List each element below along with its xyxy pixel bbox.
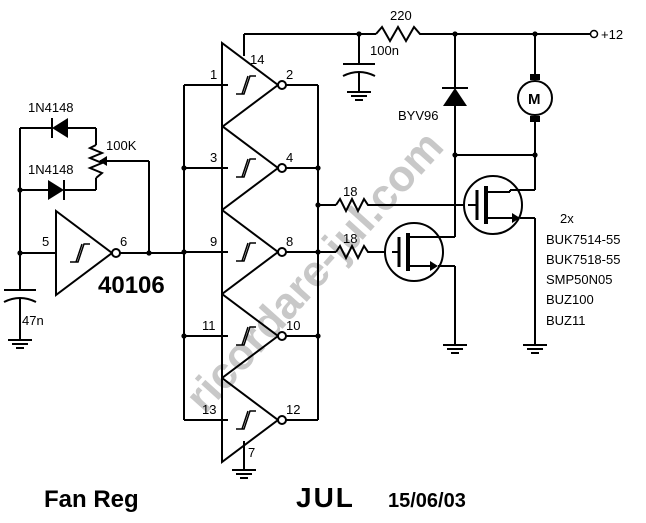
mosfet-lower	[384, 222, 467, 354]
supply-terminal: +12	[589, 27, 623, 42]
mosfet-type: BUZ100	[546, 292, 594, 307]
supply-label: +12	[601, 27, 623, 42]
mosfet-type-list: 2x BUK7514-55 BUK7518-55 SMP50N05 BUZ100…	[546, 211, 620, 328]
gate-3: 9 8	[210, 208, 293, 296]
diode-byv96-label: BYV96	[398, 108, 438, 123]
chip-ground: 7	[232, 441, 256, 479]
diode-byv96: BYV96	[398, 34, 468, 237]
resistor-18-lower-label: 18	[343, 231, 357, 246]
mosfet-type: BUK7514-55	[546, 232, 620, 247]
mosfet-type: SMP50N05	[546, 272, 612, 287]
pin-9: 9	[210, 234, 217, 249]
resistor-220-label: 220	[390, 8, 412, 23]
diagram-title: Fan Reg	[44, 486, 139, 513]
mosfet-type: BUZ11	[546, 313, 586, 328]
potentiometer-100k: 100K	[87, 138, 150, 253]
gate-2: 3 4	[210, 124, 293, 212]
chip-label: 40106	[98, 272, 165, 299]
capacitor-47n: 47n	[3, 289, 44, 349]
mosfet-type: BUK7518-55	[546, 252, 620, 267]
gate-4: 11 10	[202, 292, 300, 380]
diode-bottom-label: 1N4148	[28, 162, 74, 177]
motor-label: M	[528, 91, 541, 108]
diode-top-label: 1N4148	[28, 100, 74, 115]
date: 15/06/03	[388, 490, 466, 512]
pin-4: 4	[286, 150, 293, 165]
resistor-220: 220	[375, 8, 426, 44]
pin-3: 3	[210, 150, 217, 165]
pin-6: 6	[120, 234, 127, 249]
diode-1n4148-bottom: 1N4148	[28, 162, 97, 200]
pin-1: 1	[210, 67, 217, 82]
pin-8: 8	[286, 234, 293, 249]
pot-label: 100K	[106, 138, 137, 153]
capacitor-100n: 100n	[342, 34, 399, 101]
mosfet-count: 2x	[560, 211, 574, 226]
pin-13: 13	[202, 402, 216, 417]
pin-2: 2	[286, 67, 293, 82]
pin-11: 11	[202, 318, 216, 333]
pin-12: 12	[286, 402, 300, 417]
gate-5: 13 12	[202, 376, 300, 464]
supply-rail	[243, 31, 590, 56]
resistor-18-lower: 18	[318, 231, 392, 261]
capacitor-100n-label: 100n	[370, 43, 399, 58]
mosfet-upper	[463, 175, 547, 354]
author: JUL	[296, 482, 355, 513]
gate-1: 1 2	[210, 41, 293, 129]
capacitor-47n-label: 47n	[22, 313, 44, 328]
pin-5: 5	[42, 234, 49, 249]
pin-7: 7	[248, 445, 255, 460]
resistor-18-upper: 18	[318, 184, 468, 214]
resistor-18-upper-label: 18	[343, 184, 357, 199]
motor: M	[455, 34, 553, 190]
pin-14: 14	[250, 52, 264, 67]
pin-10: 10	[286, 318, 300, 333]
diode-1n4148-top: 1N4148	[28, 100, 97, 145]
